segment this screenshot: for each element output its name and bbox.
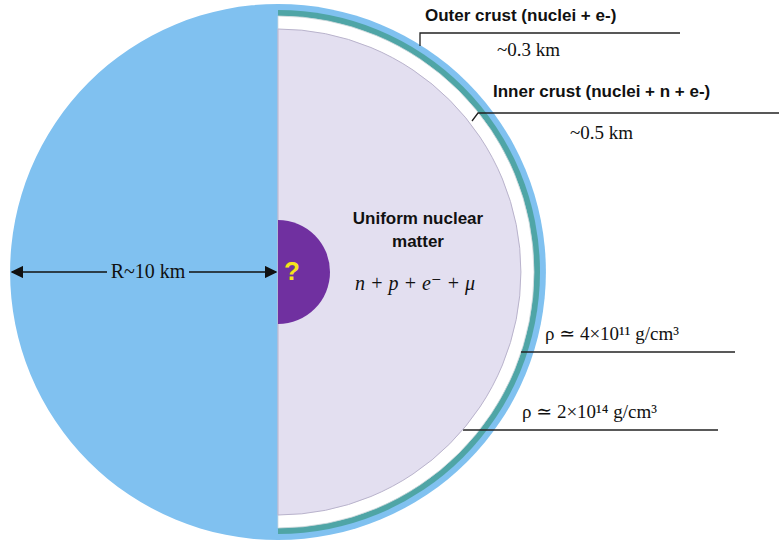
- radius-label: R~10 km: [107, 259, 190, 283]
- density-label: ρ ≃ 4×10¹¹ g/cm³: [545, 322, 679, 345]
- layer-title: Outer crust (nuclei + e-): [425, 6, 616, 26]
- density-label: ρ ≃ 2×10¹⁴ g/cm³: [522, 400, 657, 423]
- layer-title: Inner crust (nuclei + n + e-): [493, 82, 710, 102]
- leader-line: [463, 429, 718, 430]
- thickness-label: ~0.3 km: [497, 38, 560, 61]
- inner-core: ?: [278, 220, 330, 324]
- star-surface: [10, 4, 278, 540]
- core-region-outline: [278, 29, 521, 515]
- leader-line: [472, 113, 779, 121]
- leader-line: [521, 351, 735, 352]
- unknown-mark: ?: [278, 256, 306, 286]
- composition-formula: n + p + e⁻ + μ: [340, 271, 490, 295]
- core-region: Uniform nuclear matter n + p + e⁻ + μ?: [278, 29, 521, 515]
- inner-core-outline: [278, 220, 330, 324]
- thickness-label: ~0.5 km: [570, 121, 633, 144]
- region-title: Uniform nuclear matter: [343, 207, 493, 253]
